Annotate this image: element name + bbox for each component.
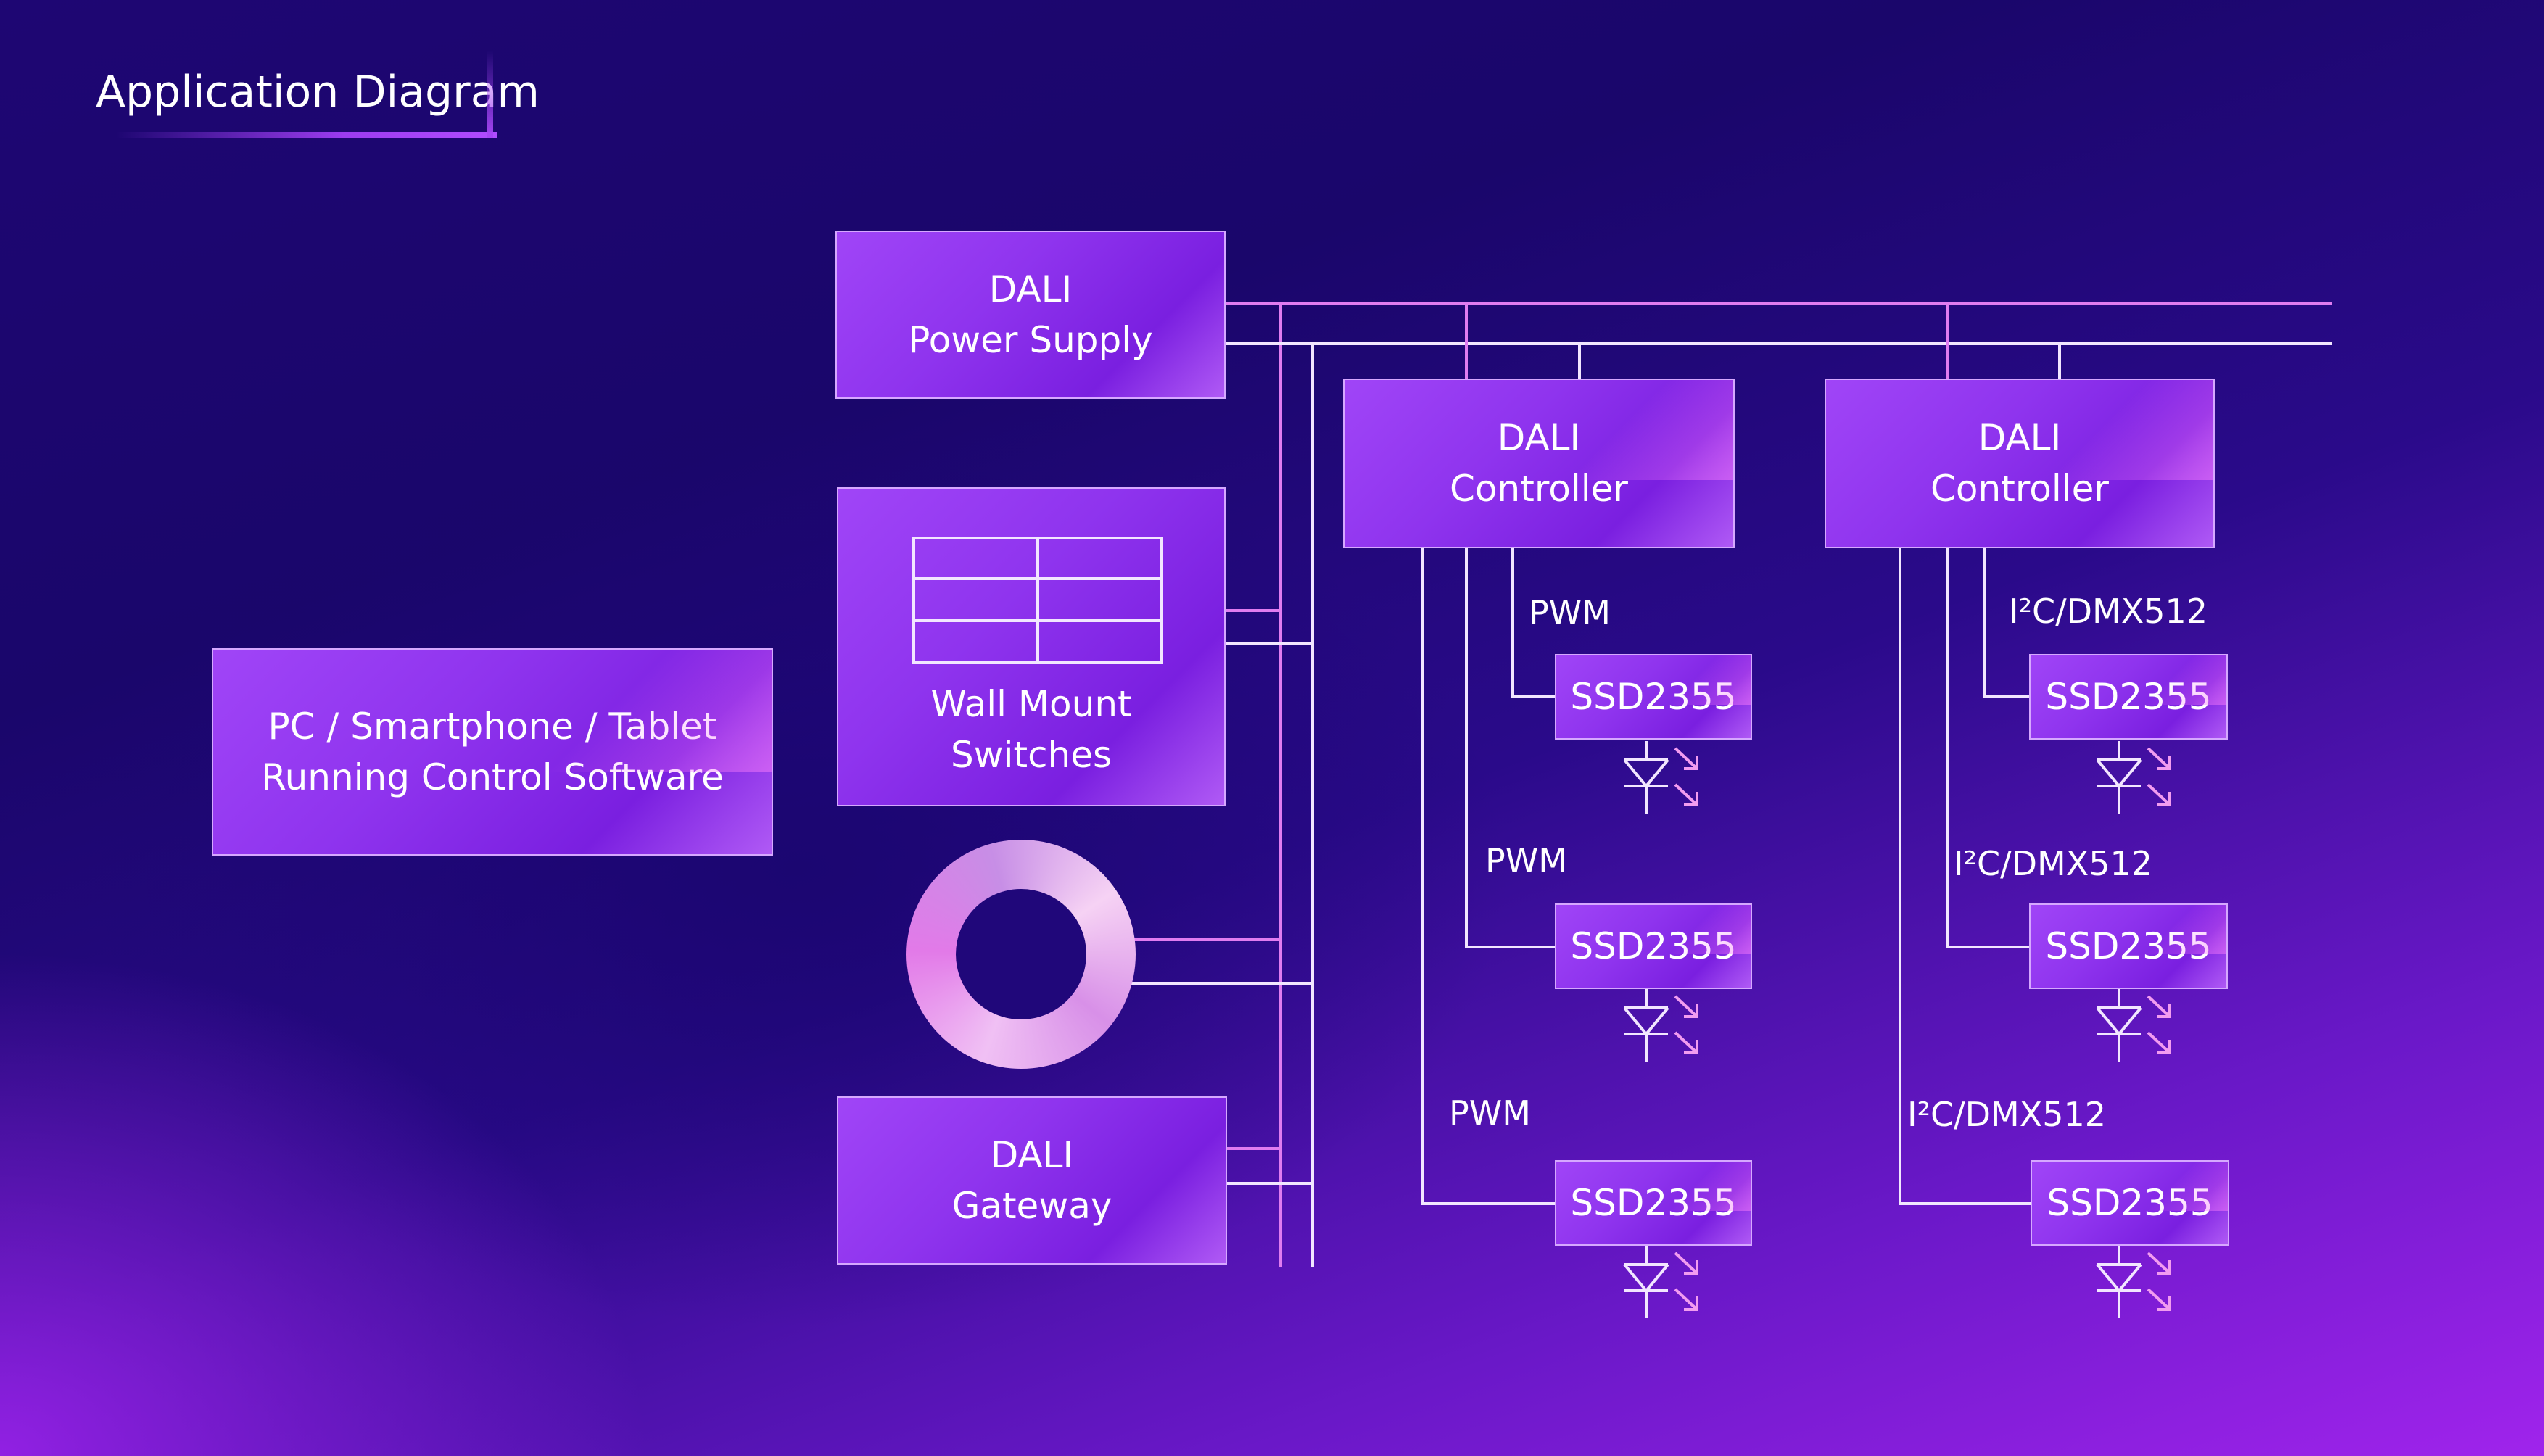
- switch-grid-icon: [912, 537, 1163, 664]
- box-label: Controller: [1450, 468, 1628, 510]
- led-diode-icon: [2096, 988, 2171, 1063]
- dali-power-supply-box: DALI Power Supply: [835, 231, 1226, 399]
- box-label: Switches: [950, 734, 1112, 776]
- box-label: Gateway: [951, 1185, 1112, 1227]
- ctrl2-chip2-link: [1946, 548, 2031, 948]
- pwm-label-2: PWM: [1485, 841, 1567, 880]
- chip-label: SSD2355: [2045, 676, 2212, 718]
- box-label: Power Supply: [908, 319, 1153, 361]
- chip-label: SSD2355: [2047, 1182, 2213, 1224]
- box-label: Wall Mount: [930, 683, 1132, 725]
- ring-sensor-center: [956, 889, 1086, 1019]
- box-label: Running Control Software: [261, 756, 724, 798]
- dali-controller-box-2: DALI Controller: [1825, 379, 2215, 548]
- box-label: DALI: [988, 268, 1073, 310]
- title-underline: [116, 132, 497, 138]
- i2c-dmx512-label-3: I²C/DMX512: [1907, 1095, 2107, 1134]
- diagram-title: Application Diagram: [96, 67, 540, 117]
- pwm-label-1: PWM: [1529, 593, 1611, 632]
- ssd2355-chip-left-1: SSD2355: [1555, 654, 1752, 740]
- chip-label: SSD2355: [2045, 925, 2212, 967]
- led-diode-icon: [2096, 740, 2171, 815]
- ctrl2-chip3-link: [1899, 548, 2031, 1205]
- dali-controller-box-1: DALI Controller: [1343, 379, 1735, 548]
- box-label: DALI: [1978, 417, 2062, 459]
- ctrl1-chip1-link: [1511, 548, 1556, 698]
- chip-label: SSD2355: [1570, 925, 1737, 967]
- led-diode-icon: [2096, 1244, 2171, 1320]
- pc-smartphone-tablet-box: PC / Smartphone / Tablet Running Control…: [212, 648, 773, 856]
- ctrl1-chip2-link: [1465, 548, 1556, 948]
- ctrl1-chip3-link: [1421, 548, 1556, 1205]
- led-diode-icon: [1623, 740, 1698, 815]
- wall-mount-switches-box: Wall Mount Switches: [837, 487, 1226, 806]
- i2c-dmx512-label-1: I²C/DMX512: [2009, 592, 2208, 631]
- box-label: DALI: [1497, 417, 1581, 459]
- box-label: PC / Smartphone / Tablet: [268, 706, 717, 748]
- ssd2355-chip-right-3: SSD2355: [2031, 1160, 2229, 1246]
- led-diode-icon: [1623, 988, 1698, 1063]
- ssd2355-chip-right-2: SSD2355: [2029, 903, 2228, 989]
- box-label: DALI: [990, 1134, 1074, 1176]
- ssd2355-chip-left-3: SSD2355: [1555, 1160, 1752, 1246]
- ssd2355-chip-right-1: SSD2355: [2029, 654, 2228, 740]
- box-label: Controller: [1930, 468, 2109, 510]
- ctrl2-chip1-link: [1983, 548, 2031, 698]
- led-diode-icon: [1623, 1244, 1698, 1320]
- pwm-label-3: PWM: [1449, 1093, 1531, 1133]
- chip-label: SSD2355: [1570, 1182, 1737, 1224]
- chip-label: SSD2355: [1570, 676, 1737, 718]
- ssd2355-chip-left-2: SSD2355: [1555, 903, 1752, 989]
- dali-gateway-box: DALI Gateway: [837, 1096, 1227, 1265]
- title-accent: [487, 51, 493, 138]
- i2c-dmx512-label-2: I²C/DMX512: [1954, 844, 2153, 883]
